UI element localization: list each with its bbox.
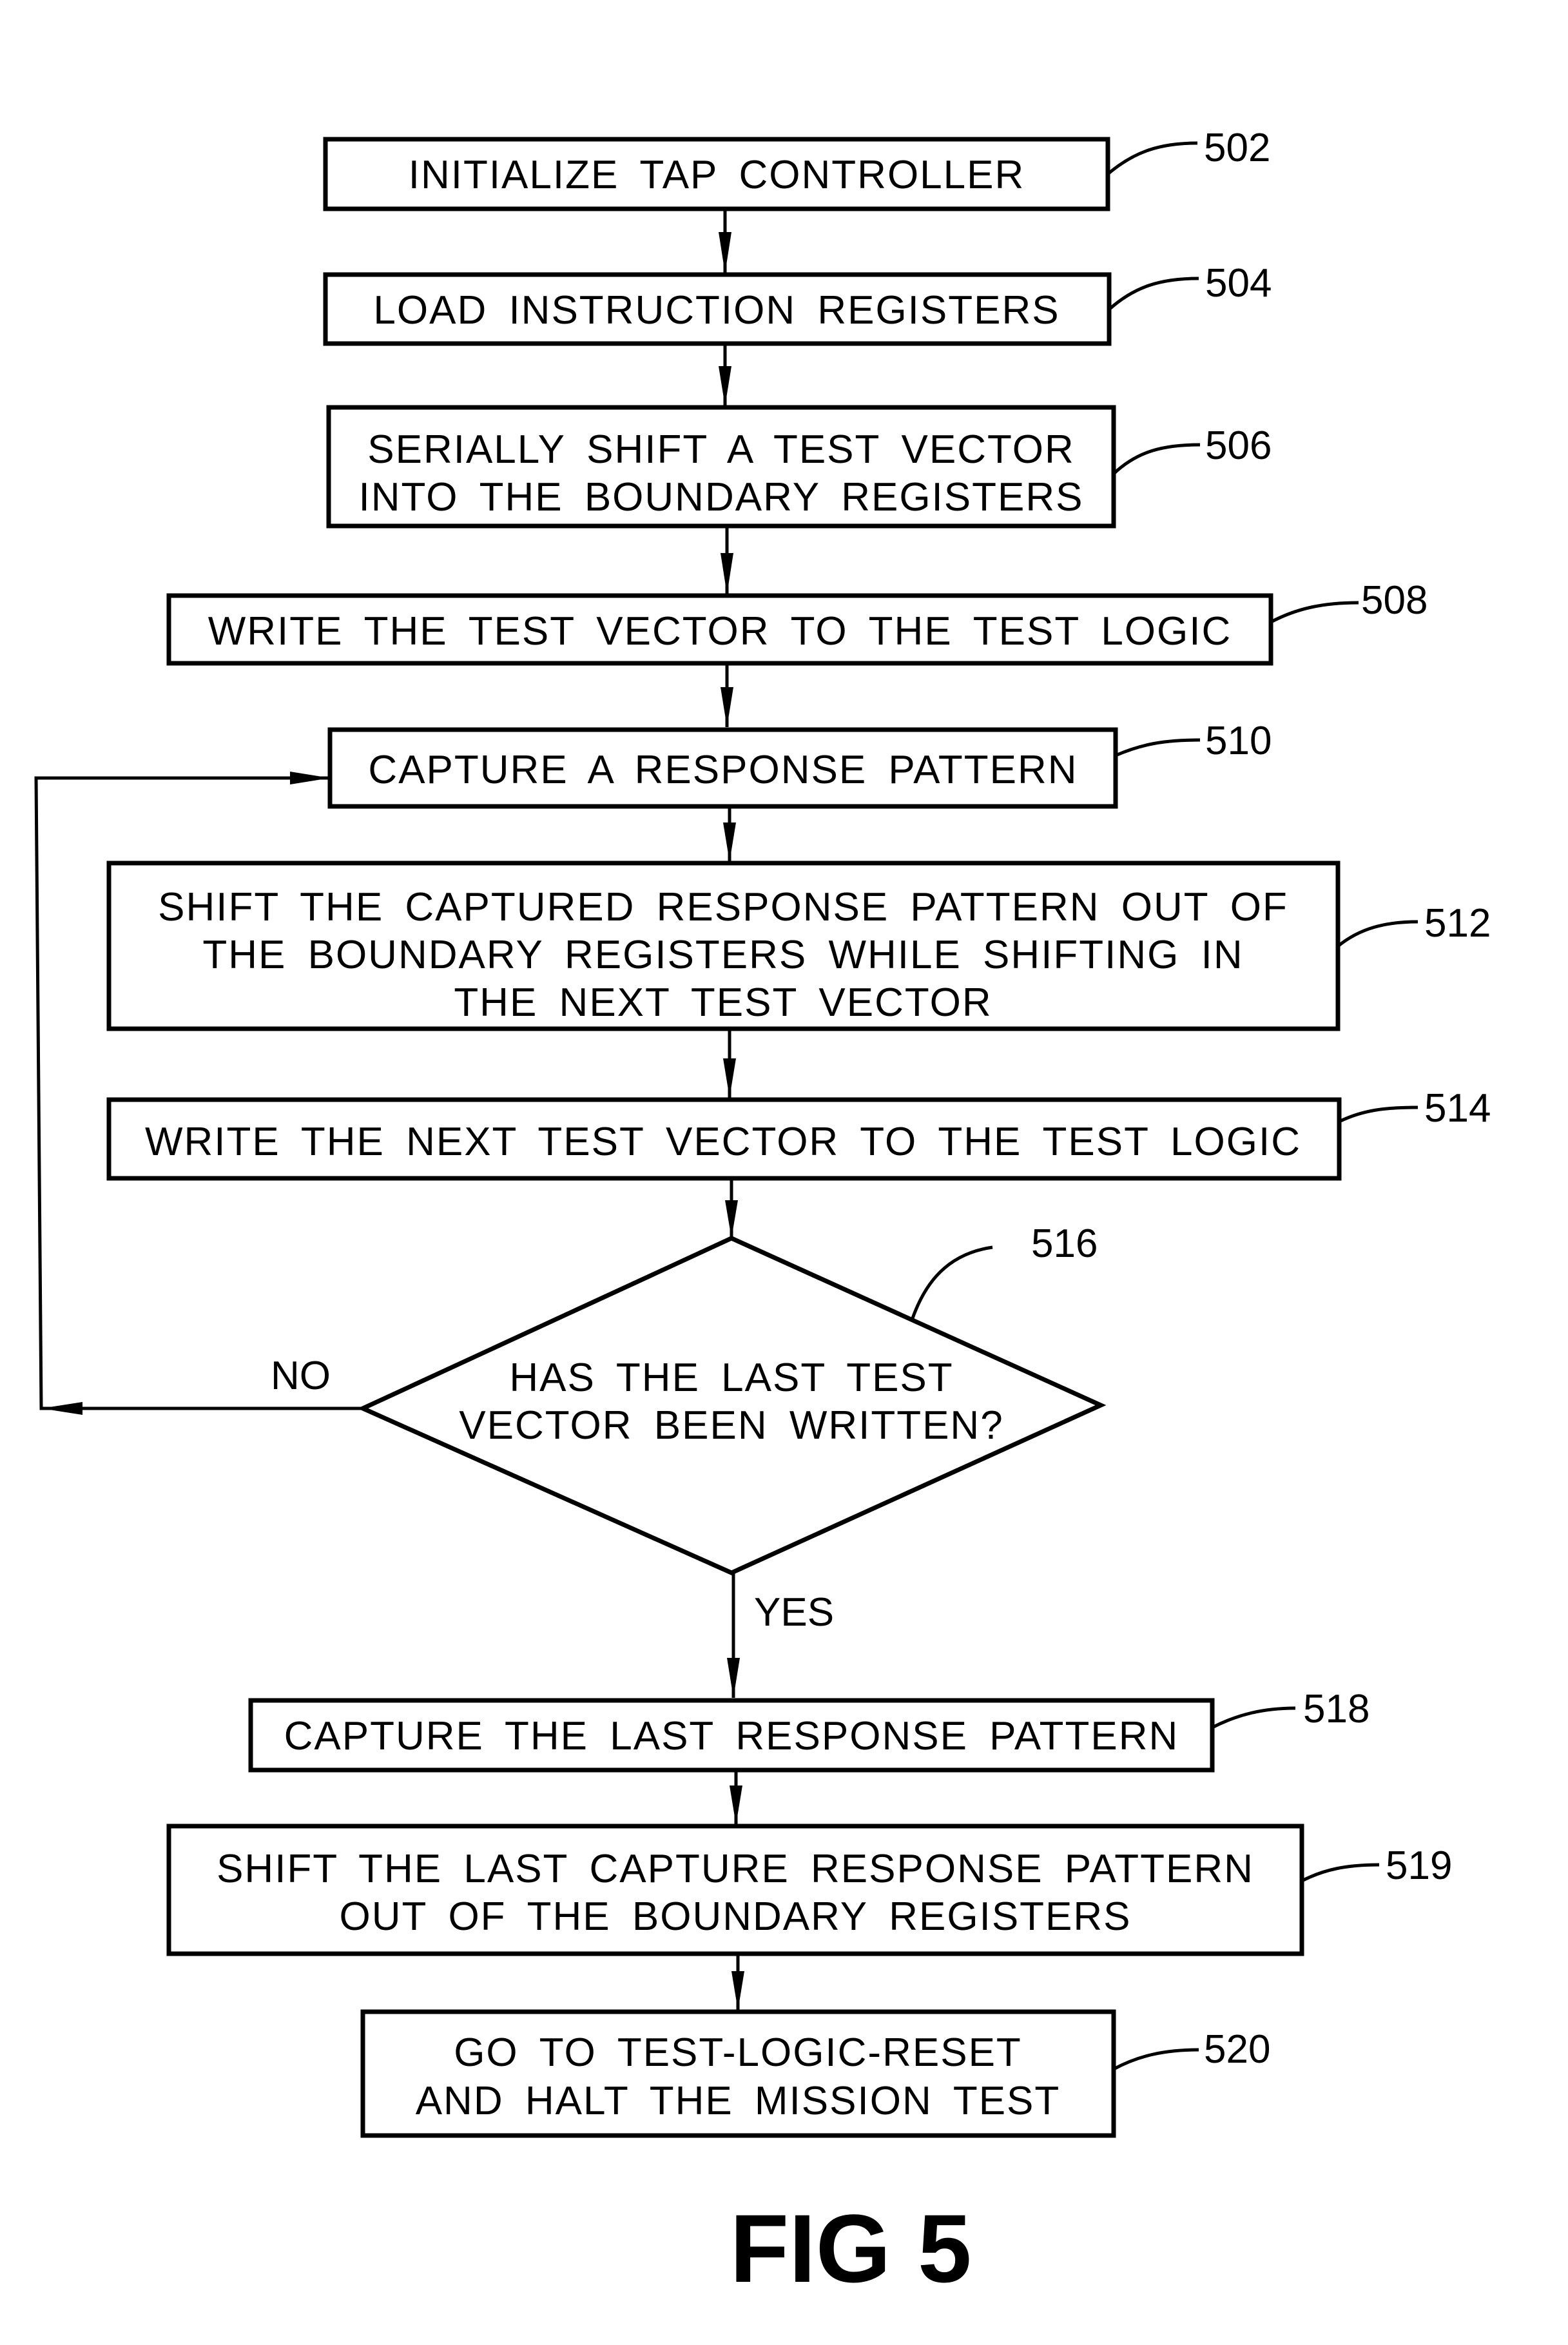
step-520: GO TO TEST-LOGIC-RESET AND HALT THE MISS… — [363, 2012, 1270, 2136]
decision-text: HAS THE LAST TEST — [509, 1356, 953, 1400]
leader-line — [1116, 740, 1200, 755]
step-text: OUT OF THE BOUNDARY REGISTERS — [339, 1894, 1131, 1939]
step-text: SHIFT THE LAST CAPTURE RESPONSE PATTERN — [217, 1847, 1254, 1891]
ref-label: 516 — [1031, 1221, 1098, 1266]
arrowhead-icon — [721, 687, 733, 727]
ref-label: 506 — [1205, 423, 1272, 468]
step-514: WRITE THE NEXT TEST VECTOR TO THE TEST L… — [109, 1086, 1491, 1178]
figure-caption: FIG 5 — [730, 2194, 971, 2302]
arrowhead-icon — [719, 232, 731, 273]
step-512: SHIFT THE CAPTURED RESPONSE PATTERN OUT … — [109, 863, 1491, 1029]
step-text: INTO THE BOUNDARY REGISTERS — [359, 475, 1084, 520]
step-text: WRITE THE TEST VECTOR TO THE TEST LOGIC — [208, 609, 1232, 654]
leader-line — [1109, 278, 1199, 309]
ref-label: 512 — [1424, 901, 1491, 946]
step-519: SHIFT THE LAST CAPTURE RESPONSE PATTERN … — [169, 1826, 1452, 1954]
step-text: CAPTURE A RESPONSE PATTERN — [368, 748, 1078, 792]
arrowhead-icon — [731, 1971, 744, 2010]
leader-line — [1302, 1865, 1379, 1881]
step-text: GO TO TEST-LOGIC-RESET — [454, 2030, 1022, 2075]
leader-line — [912, 1247, 992, 1320]
no-label: NO — [271, 1354, 331, 1398]
arrowhead-icon — [727, 1658, 740, 1698]
step-502: INITIALIZE TAP CONTROLLER 502 — [325, 126, 1270, 209]
step-text: LOAD INSTRUCTION REGISTERS — [373, 288, 1060, 333]
arrowhead-icon — [721, 553, 733, 594]
ref-label: 508 — [1361, 578, 1428, 623]
ref-label: 519 — [1386, 1844, 1452, 1888]
arrowhead-icon — [725, 1200, 738, 1238]
leader-line — [1338, 922, 1418, 946]
decision-text: VECTOR BEEN WRITTEN? — [459, 1403, 1003, 1448]
step-text: THE NEXT TEST VECTOR — [454, 980, 992, 1025]
step-text: SERIALLY SHIFT A TEST VECTOR — [367, 427, 1075, 472]
step-text: INITIALIZE TAP CONTROLLER — [409, 153, 1025, 197]
arrowhead-icon — [723, 822, 736, 862]
step-text: WRITE THE NEXT TEST VECTOR TO THE TEST L… — [145, 1120, 1301, 1164]
decision-516: HAS THE LAST TEST VECTOR BEEN WRITTEN? 5… — [271, 1221, 1101, 1635]
arrowhead-icon — [730, 1786, 742, 1825]
arrowhead-icon — [290, 772, 330, 784]
step-text: SHIFT THE CAPTURED RESPONSE PATTERN OUT … — [158, 885, 1288, 929]
arrowhead-icon — [719, 366, 731, 406]
step-504: LOAD INSTRUCTION REGISTERS 504 — [325, 261, 1272, 344]
ref-label: 520 — [1204, 2027, 1270, 2072]
step-text: AND HALT THE MISSION TEST — [416, 2079, 1061, 2123]
ref-label: 518 — [1303, 1687, 1370, 1731]
step-text: CAPTURE THE LAST RESPONSE PATTERN — [284, 1714, 1179, 1758]
arrowhead-icon — [723, 1058, 736, 1098]
arrowhead-icon — [41, 1402, 82, 1415]
leader-line — [1212, 1708, 1295, 1727]
leader-line — [1108, 143, 1197, 174]
step-508: WRITE THE TEST VECTOR TO THE TEST LOGIC … — [169, 578, 1428, 663]
ref-label: 510 — [1205, 719, 1272, 763]
leader-line — [1114, 445, 1200, 474]
ref-label: 502 — [1204, 126, 1270, 170]
leader-line — [1339, 1107, 1418, 1122]
yes-label: YES — [754, 1590, 834, 1635]
leader-line — [1114, 2050, 1199, 2069]
step-510: CAPTURE A RESPONSE PATTERN 510 — [330, 719, 1272, 806]
ref-label: 504 — [1205, 261, 1272, 306]
leader-line — [1271, 603, 1359, 622]
step-506: SERIALLY SHIFT A TEST VECTOR INTO THE BO… — [329, 407, 1272, 526]
step-text: THE BOUNDARY REGISTERS WHILE SHIFTING IN — [202, 933, 1243, 977]
step-518: CAPTURE THE LAST RESPONSE PATTERN 518 — [251, 1687, 1370, 1770]
ref-label: 514 — [1424, 1086, 1491, 1131]
